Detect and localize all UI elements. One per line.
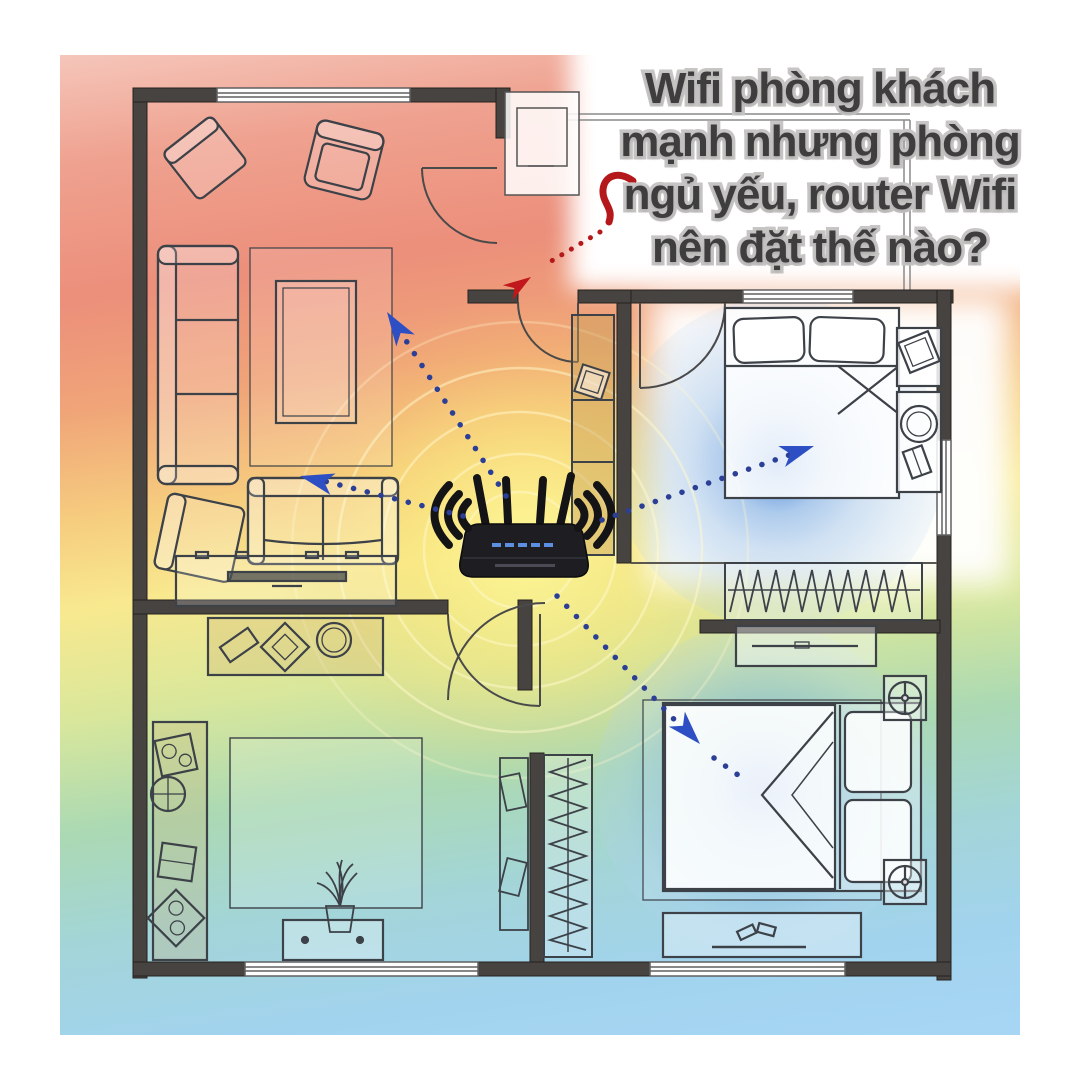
question-line-1: Wifi phòng khách (641, 61, 999, 117)
question-text: Wifi phòng khách mạnh nhưng phòng ngủ yế… (555, 61, 1080, 276)
desk (206, 616, 385, 677)
hallway-cabinet (571, 314, 615, 556)
study-furniture (146, 616, 423, 962)
walls (132, 87, 954, 981)
wardrobe-top (724, 562, 923, 621)
tv-sideboard (174, 550, 398, 608)
windows (216, 87, 952, 977)
bench (661, 911, 863, 959)
rug (249, 247, 393, 467)
window-living-top (216, 87, 411, 103)
sofa (156, 244, 240, 486)
armchair (163, 116, 247, 200)
window-bedroom-bottom (649, 961, 846, 977)
bed (661, 701, 923, 893)
plant-console (281, 918, 385, 962)
coffee-table (274, 279, 358, 425)
bed (723, 306, 901, 500)
text-area-backdrop (570, 15, 1050, 290)
laptop-icon (901, 444, 933, 480)
router-led-lights (492, 543, 555, 567)
rug (229, 737, 423, 909)
wardrobe-left (543, 754, 593, 958)
arrow-to-living-top (391, 319, 509, 499)
wifi-waves-icon (430, 481, 616, 549)
side-table (895, 390, 943, 494)
doors (421, 167, 726, 707)
router-body (459, 523, 589, 578)
study-door (447, 602, 546, 701)
study-side-shelf (498, 757, 529, 931)
window-bedroom-top (742, 289, 854, 304)
bedroom-top-door (639, 302, 726, 389)
living-niche-door (421, 167, 498, 244)
window-study-bottom (244, 961, 479, 977)
fan-stand (882, 858, 928, 906)
arrowheads (300, 312, 814, 744)
loveseat (246, 476, 400, 566)
signal-arrows (300, 312, 814, 785)
entry-door (517, 301, 579, 363)
arrow-to-loveseat (313, 476, 466, 519)
bedroom-top-furniture (723, 306, 943, 500)
living-room-furniture (153, 116, 400, 608)
utility-niche (504, 91, 580, 196)
question-arrow (502, 171, 637, 301)
potted-plant-icon (316, 859, 358, 933)
armchair (303, 119, 385, 201)
shelf (146, 720, 209, 962)
question-line-3: ngủ yếu, router Wifi (620, 167, 1021, 223)
bedroom-bottom-furniture (642, 624, 928, 959)
nightstand (895, 326, 943, 388)
wifi-router (430, 472, 616, 578)
hallway-door (447, 613, 541, 707)
fan-stand (882, 674, 928, 722)
balcony-outline (568, 113, 911, 290)
question-line-4: nên đặt thế nào? (649, 220, 993, 276)
question-line-2: mạnh nhưng phòng (617, 114, 1025, 170)
dresser (734, 624, 878, 668)
tv (226, 570, 348, 583)
